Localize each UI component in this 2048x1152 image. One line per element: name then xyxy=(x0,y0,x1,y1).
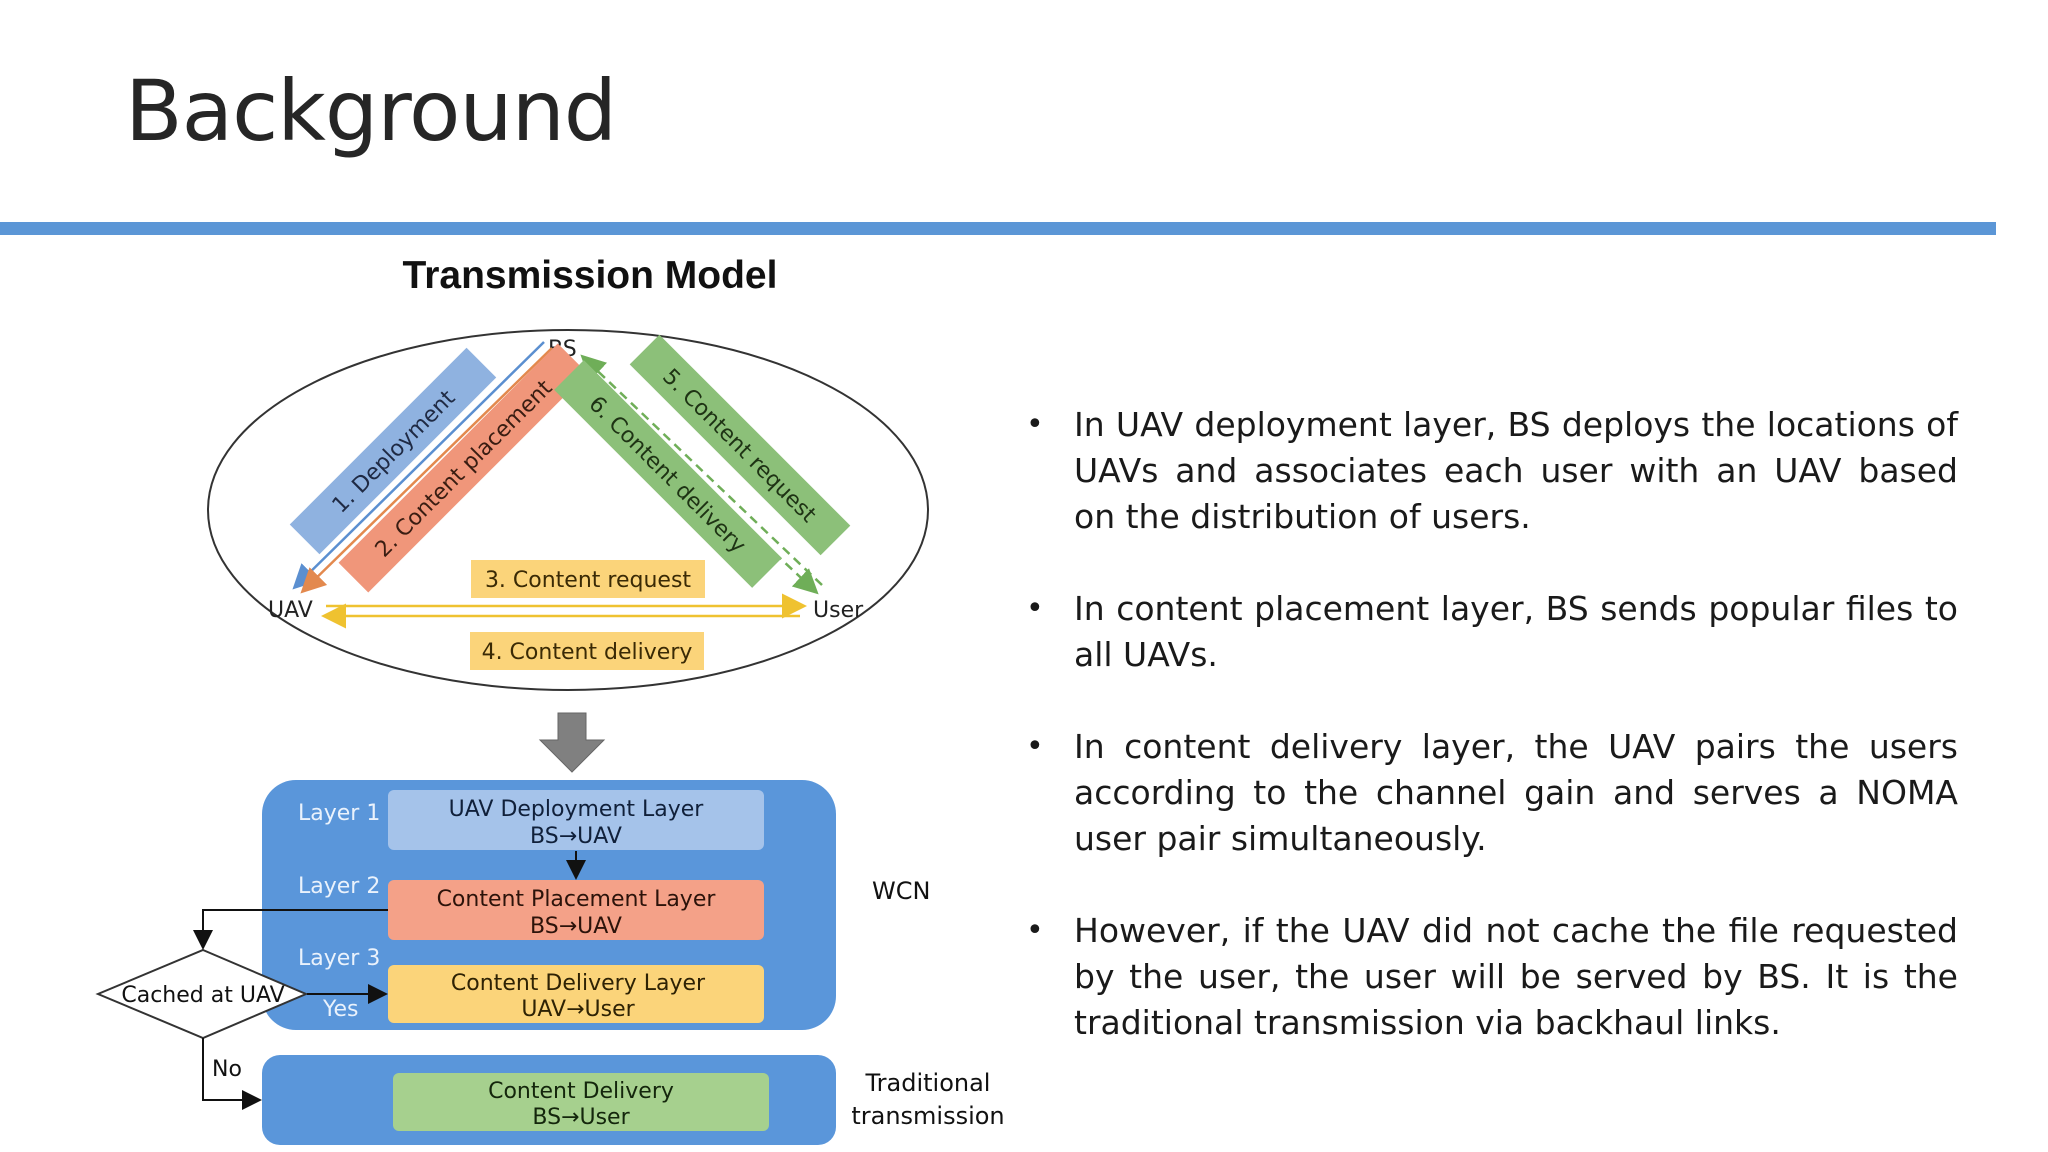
wcn-label: WCN xyxy=(872,877,930,905)
no-connector xyxy=(202,1038,262,1110)
placement-arrow xyxy=(300,347,553,594)
uav-node-label: UAV xyxy=(268,598,313,623)
bullet-item: • In content placement layer, BS sends po… xyxy=(1018,586,1958,678)
layer2-label: Layer 2 xyxy=(298,874,380,899)
user-node-label: User xyxy=(813,598,864,623)
uav-deployment-layer-box xyxy=(388,790,764,850)
down-arrow-icon xyxy=(538,712,606,773)
bullet-list: • In UAV deployment layer, BS deploys the… xyxy=(1018,402,1958,1092)
bullet-item: • However, if the UAV did not cache the f… xyxy=(1018,908,1958,1046)
bullet-text: In UAV deployment layer, BS deploys the … xyxy=(1074,405,1958,536)
traditional-content-delivery-title: Content Delivery xyxy=(488,1079,674,1104)
content-delivery-layer-title: Content Delivery Layer xyxy=(451,971,706,996)
layer3-label: Layer 3 xyxy=(298,946,380,971)
content-placement-layer-box xyxy=(388,880,764,940)
traditional-content-delivery-sub: BS→User xyxy=(532,1105,630,1130)
traditional-content-delivery-box xyxy=(393,1073,769,1131)
traditional-label-line1: Traditional xyxy=(865,1069,991,1097)
content-request-3-flow-box xyxy=(471,560,705,598)
figure-title: Transmission Model xyxy=(402,254,778,297)
title-divider xyxy=(0,222,1996,235)
bullet-dot-icon: • xyxy=(1026,407,1044,442)
content-placement-layer-title: Content Placement Layer xyxy=(437,887,717,912)
content-delivery-4-flow-box xyxy=(470,632,704,670)
bullet-dot-icon: • xyxy=(1026,591,1044,626)
bullet-dot-icon: • xyxy=(1026,729,1044,764)
uav-deployment-layer-sub: BS→UAV xyxy=(530,824,622,849)
deployment-arrow xyxy=(292,341,545,590)
bullet-text: In content placement layer, BS sends pop… xyxy=(1074,589,1958,674)
bullet-item: • In content delivery layer, the UAV pair… xyxy=(1018,724,1958,862)
no-label: No xyxy=(212,1057,242,1082)
slide-title: Background xyxy=(125,62,617,160)
placement-to-decision-connector xyxy=(193,909,388,950)
yes-label: Yes xyxy=(322,997,359,1022)
content-delivery-layer-box xyxy=(388,965,764,1023)
traditional-label-line2: transmission xyxy=(851,1102,1004,1130)
bullet-text: In content delivery layer, the UAV pairs… xyxy=(1074,727,1958,858)
bullet-item: • In UAV deployment layer, BS deploys the… xyxy=(1018,402,1958,540)
layer1-label: Layer 1 xyxy=(298,801,380,826)
content-delivery-4-flow-label: 4. Content delivery xyxy=(482,640,693,665)
content-request-arrow-user-bs xyxy=(580,354,823,586)
content-placement-layer-sub: BS→UAV xyxy=(530,914,622,939)
cached-at-uav-label: Cached at UAV xyxy=(121,983,284,1008)
content-delivery-layer-sub: UAV→User xyxy=(521,997,635,1022)
uav-deployment-layer-title: UAV Deployment Layer xyxy=(449,797,705,822)
transmission-model-diagram: BS UAV User 1. Deployment 2. Content pla… xyxy=(95,329,1005,1145)
network-ellipse xyxy=(207,329,929,691)
content-request-3-flow-label: 3. Content request xyxy=(485,568,691,593)
bullet-dot-icon: • xyxy=(1026,913,1044,948)
bullet-text: However, if the UAV did not cache the fi… xyxy=(1074,911,1958,1042)
